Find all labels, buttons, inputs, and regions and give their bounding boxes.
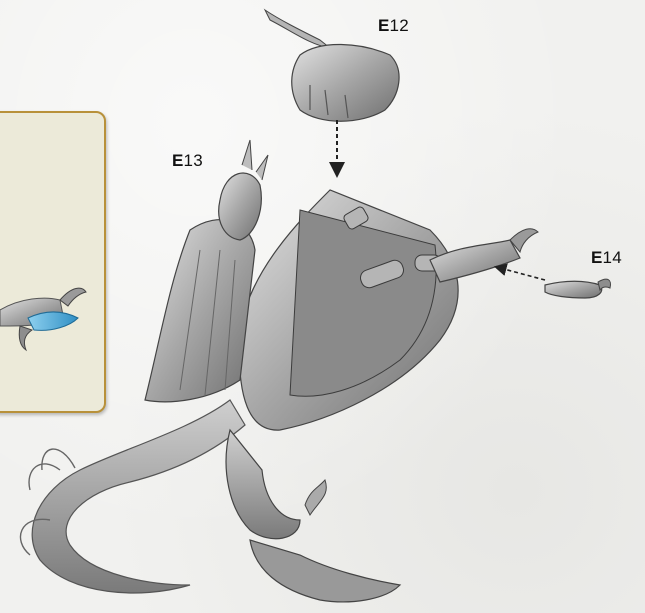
creature-body — [239, 190, 458, 430]
part-label-e13: E13 — [172, 151, 203, 171]
legs-part — [226, 430, 400, 602]
part-number: 14 — [603, 248, 622, 267]
inset-claw-part-icon — [0, 288, 86, 350]
head-e13-part — [219, 140, 268, 240]
part-label-e14: E14 — [591, 248, 622, 268]
part-letter: E — [172, 151, 184, 170]
claw-part-icon — [545, 279, 611, 298]
part-number: 13 — [184, 151, 203, 170]
part-letter: E — [591, 248, 603, 267]
part-label-e12: E12 — [378, 16, 409, 36]
part-letter: E — [378, 16, 390, 35]
wing-part-icon — [145, 220, 255, 402]
tail-part — [20, 400, 245, 593]
part-number: 12 — [390, 16, 409, 35]
